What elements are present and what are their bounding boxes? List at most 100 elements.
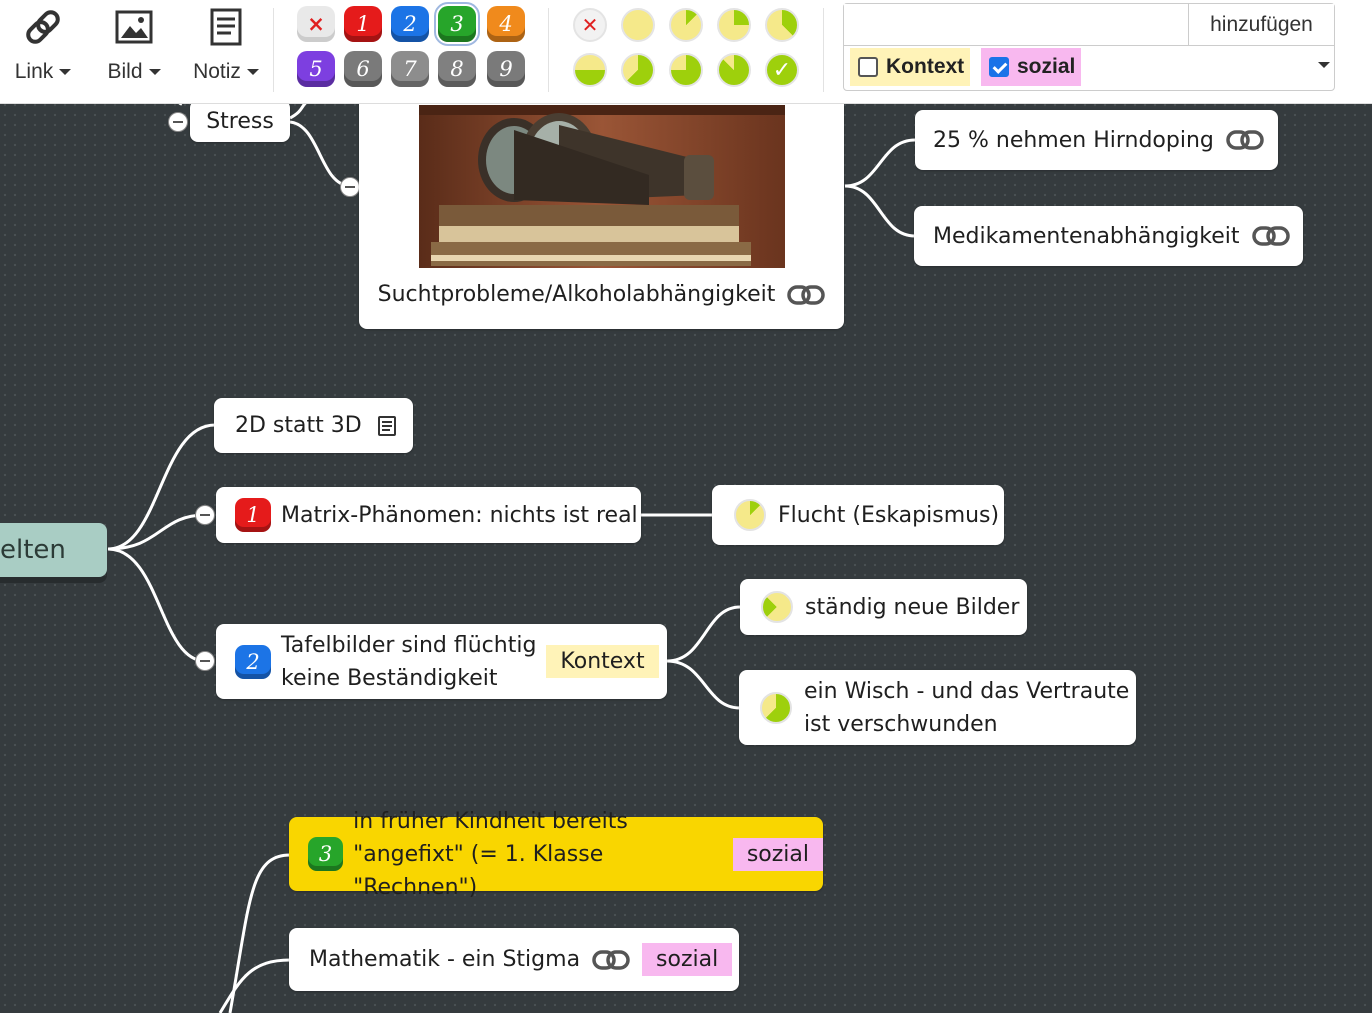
node-label: Suchtprobleme/Alkoholabhängigkeit: [377, 282, 776, 307]
tag-label: Kontext: [886, 55, 965, 78]
connector-kindheit: [228, 853, 291, 1013]
priority-3-icon: 3: [308, 837, 344, 871]
progress-7-8-button[interactable]: [717, 53, 751, 87]
connector-mathe: [218, 958, 291, 1013]
priority-3-button[interactable]: 3: [434, 2, 480, 46]
priority-remove-button[interactable]: ×: [297, 6, 335, 42]
node-label: Mathematik - ein Stigma: [309, 947, 581, 972]
chevron-down-icon: [148, 69, 161, 76]
priority-7-button[interactable]: 7: [391, 51, 429, 87]
progress-3-4-button[interactable]: [669, 53, 703, 87]
tag-panel: hinzufügen Kontext sozial: [843, 3, 1335, 91]
note-button[interactable]: Notiz: [188, 6, 264, 84]
image-label: Bild: [107, 60, 143, 83]
node-medikamente[interactable]: Medikamentenabhängigkeit: [914, 206, 1303, 266]
note-icon[interactable]: [376, 415, 398, 437]
checkbox-checked[interactable]: [989, 57, 1009, 77]
toolbar: Link Bild Notiz × 1 2 3 4 5 6 7 8 9 ✕ ✓: [0, 0, 1372, 104]
progress-1-8-button[interactable]: [669, 8, 703, 42]
link-icon[interactable]: [1226, 129, 1264, 151]
collapse-toggle-sucht[interactable]: [340, 177, 360, 197]
image-icon: [115, 10, 153, 44]
node-label: Stress: [206, 108, 274, 134]
chevron-down-icon: [59, 69, 72, 76]
priority-8-button[interactable]: 8: [438, 51, 476, 87]
progress-0-button[interactable]: [621, 8, 655, 42]
checkbox[interactable]: [858, 57, 878, 77]
tag-checkbox-sozial[interactable]: sozial: [981, 48, 1082, 86]
priority-6-button[interactable]: 6: [344, 51, 382, 87]
node-matrix[interactable]: 1 Matrix-Phänomen: nichts ist real: [216, 487, 641, 543]
collapse-toggle-tafel[interactable]: [195, 651, 215, 671]
progress-3-8-button[interactable]: [765, 8, 799, 42]
node-mathematik[interactable]: Mathematik - ein Stigma sozial: [289, 928, 739, 991]
node-label-line1: Tafelbilder sind flüchtig: [281, 632, 537, 658]
tag-sozial[interactable]: sozial: [642, 943, 733, 976]
note-label: Notiz: [193, 60, 241, 83]
tag-label: sozial: [1017, 55, 1076, 78]
node-label-line1: ein Wisch - und das Vertraute: [804, 678, 1130, 704]
node-label-line2: keine Beständigkeit: [281, 665, 498, 691]
node-2d-statt-3d[interactable]: 2D statt 3D: [214, 398, 413, 453]
progress-1-4-button[interactable]: [717, 8, 751, 42]
node-tafelbilder[interactable]: 2 Tafelbilder sind flüchtig keine Bestän…: [216, 624, 667, 699]
progress-done-button[interactable]: ✓: [765, 53, 799, 87]
progress-remove-button[interactable]: ✕: [573, 8, 607, 42]
connector-hirndoping: [844, 138, 916, 188]
divider: [823, 8, 824, 92]
node-label-line1: in früher Kindheit bereits: [353, 808, 628, 834]
node-kindheit[interactable]: 3 in früher Kindheit bereits "angefixt" …: [289, 809, 823, 900]
note-icon: [210, 8, 242, 46]
node-stress[interactable]: Stress: [190, 100, 290, 142]
link-icon: [26, 10, 60, 44]
progress-5-8-button[interactable]: [621, 53, 655, 87]
connector-bilder: [666, 605, 741, 663]
divider: [273, 8, 274, 92]
connector-tafel: [107, 547, 206, 663]
tag-kontext[interactable]: Kontext: [546, 645, 659, 678]
node-flucht[interactable]: Flucht (Eskapismus): [712, 485, 1004, 545]
collapse-toggle-stress[interactable]: [168, 112, 188, 132]
node-suchtprobleme[interactable]: Suchtprobleme/Alkoholabhängigkeit: [359, 92, 844, 329]
progress-3-8-icon: [754, 584, 800, 630]
link-icon[interactable]: [787, 284, 826, 306]
priority-5-button[interactable]: 5: [297, 51, 335, 87]
priority-1-button[interactable]: 1: [344, 6, 382, 42]
binoculars-image: [418, 105, 785, 268]
image-button[interactable]: Bild: [103, 6, 165, 84]
priority-1-icon: 1: [235, 498, 271, 532]
link-icon[interactable]: [592, 949, 630, 971]
priority-2-button[interactable]: 2: [391, 6, 429, 42]
priority-2-icon: 2: [235, 644, 271, 679]
link-label: Link: [14, 60, 54, 83]
chevron-down-icon[interactable]: [1318, 62, 1330, 68]
tag-checkbox-kontext[interactable]: Kontext: [850, 48, 971, 86]
divider: [548, 8, 549, 92]
node-label: 2D statt 3D: [235, 413, 362, 438]
node-label: ständig neue Bilder: [805, 594, 1020, 620]
node-label: elten: [0, 535, 66, 565]
add-tag-button[interactable]: hinzufügen: [1189, 4, 1334, 46]
link-icon[interactable]: [1251, 225, 1290, 247]
progress-5-8-icon: [760, 691, 792, 724]
node-bilder[interactable]: ständig neue Bilder: [740, 579, 1027, 635]
collapse-toggle-matrix[interactable]: [195, 505, 215, 525]
node-hirndoping[interactable]: 25 % nehmen Hirndoping: [915, 110, 1278, 170]
node-label: Matrix-Phänomen: nichts ist real: [281, 502, 638, 528]
priority-4-button[interactable]: 4: [487, 6, 525, 42]
node-wisch[interactable]: ein Wisch - und das Vertraute ist versch…: [739, 670, 1136, 745]
link-button[interactable]: Link: [10, 6, 76, 84]
chevron-down-icon: [246, 69, 259, 76]
priority-9-button[interactable]: 9: [487, 51, 525, 87]
connector-matrix: [107, 513, 206, 551]
node-label: Flucht (Eskapismus): [778, 502, 1000, 528]
tag-sozial[interactable]: sozial: [732, 837, 823, 871]
node-root[interactable]: elten: [0, 523, 107, 577]
tag-input[interactable]: [844, 4, 1189, 46]
connector-medikamente: [844, 184, 916, 238]
progress-1-2-button[interactable]: [573, 53, 607, 87]
connector-stress-sucht: [289, 120, 351, 188]
node-label: 25 % nehmen Hirndoping: [933, 127, 1214, 153]
